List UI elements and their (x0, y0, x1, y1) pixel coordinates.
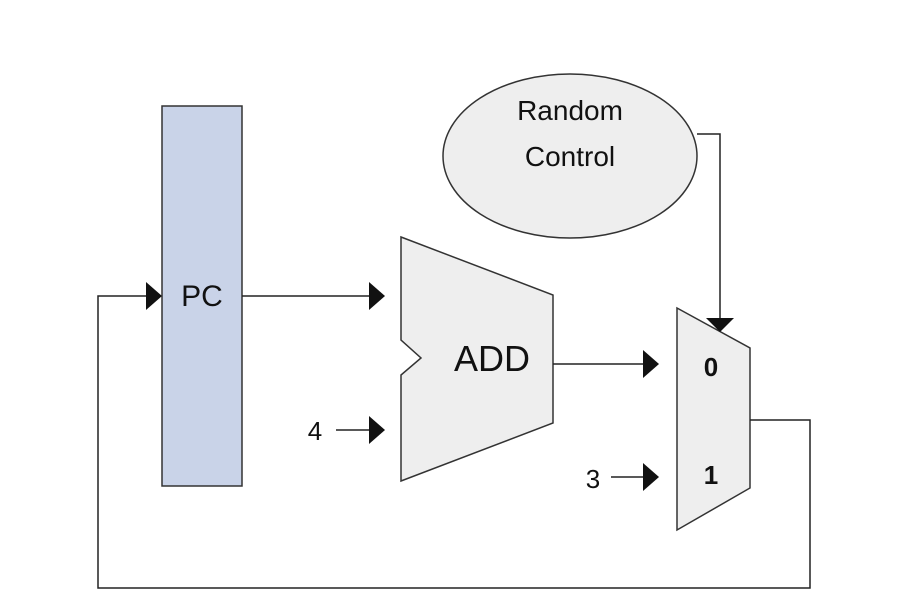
arrowhead-mux-select (706, 318, 734, 332)
pc-register (161, 105, 243, 487)
adder-block (400, 235, 554, 483)
arrowhead-adder-input-b (369, 416, 385, 444)
mux-block (676, 306, 751, 532)
pc-label: PC (181, 280, 223, 313)
arrowhead-adder-input-a (369, 282, 385, 310)
constant-3-label: 3 (586, 464, 600, 494)
arrowhead-mux-input0 (643, 350, 659, 378)
mux-input1-label: 1 (704, 460, 718, 490)
wire-feedback-to-pc (97, 295, 811, 589)
random-control-block (442, 73, 698, 239)
adder-label: ADD (454, 338, 530, 379)
arrowhead-pc-input (146, 282, 162, 310)
arrowhead-mux-input1 (643, 463, 659, 491)
random-control-label-line1: Random (517, 95, 623, 126)
random-control-label-line2: Control (525, 141, 615, 172)
constant-4-label: 4 (308, 416, 322, 446)
mux-input0-label: 0 (704, 352, 718, 382)
wire-control-to-mux (697, 133, 721, 318)
